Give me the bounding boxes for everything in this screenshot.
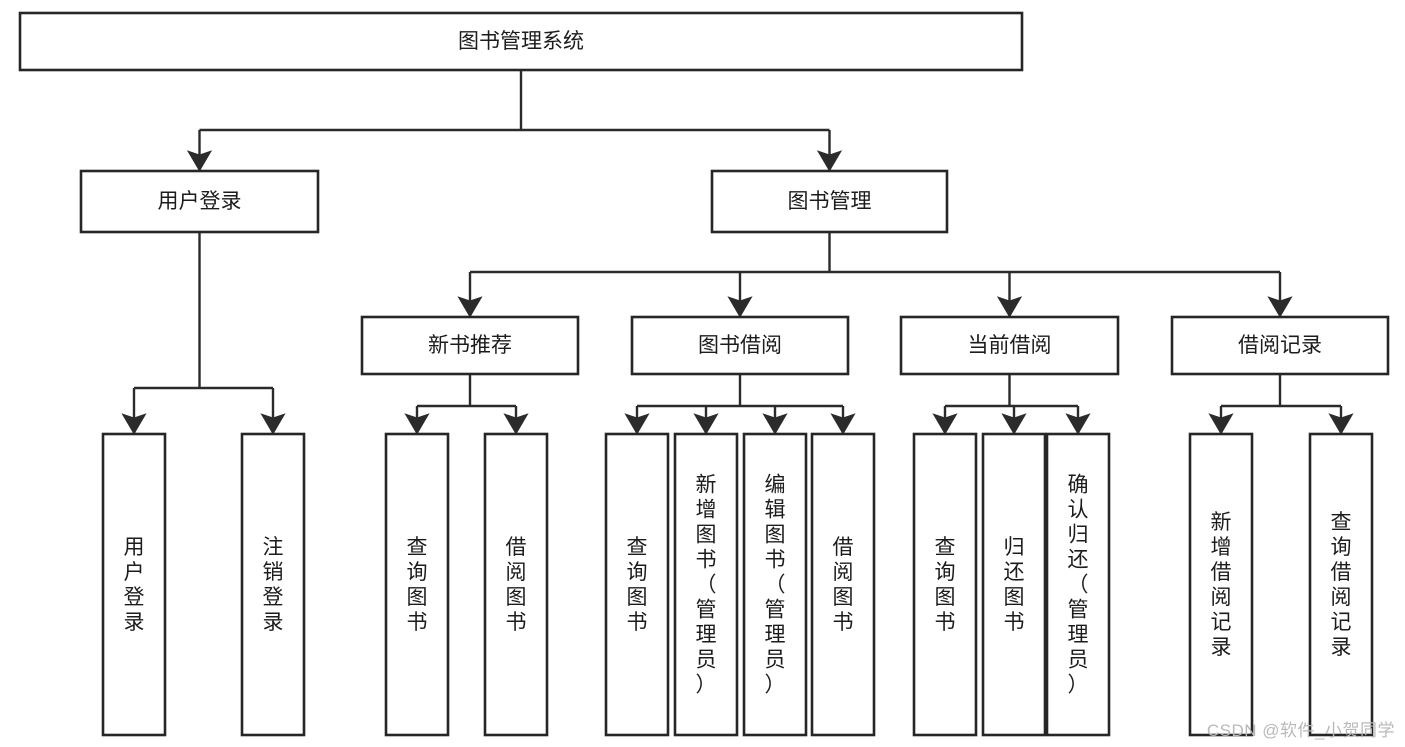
node-label-leaf-borrow-book-rec: 借阅图书	[506, 536, 527, 634]
node-label-leaf-edit-book: 编辑图书（管理员）	[765, 474, 786, 697]
node-box-leaf-add-record	[1188, 432, 1254, 737]
node-current-borrow[interactable]: 当前借阅	[899, 315, 1120, 376]
node-label-leaf-add-book: 新增图书（管理员）	[696, 474, 717, 697]
node-box-user-login	[79, 169, 320, 234]
node-label-new-book-rec: 新书推荐	[428, 334, 512, 357]
node-label-borrow-record: 借阅记录	[1238, 334, 1322, 357]
node-box-leaf-edit-book	[742, 432, 808, 737]
node-leaf-borrow-book-rec[interactable]: 借阅图书	[483, 432, 549, 737]
node-box-leaf-add-book	[673, 432, 739, 737]
node-label-user-login: 用户登录	[158, 190, 242, 213]
node-box-leaf-query-book-rec	[384, 432, 450, 737]
node-book-borrow[interactable]: 图书借阅	[630, 315, 850, 376]
node-leaf-query-record[interactable]: 查询借阅记录	[1308, 432, 1374, 737]
node-label-leaf-borrow-book: 借阅图书	[833, 536, 854, 634]
node-box-leaf-return-book	[981, 432, 1047, 737]
node-box-leaf-borrow-book	[810, 432, 876, 737]
node-box-borrow-record	[1170, 315, 1390, 376]
node-layer: 图书管理系统用户登录图书管理新书推荐图书借阅当前借阅借阅记录用户登录注销登录查询…	[18, 11, 1390, 737]
node-leaf-edit-book[interactable]: 编辑图书（管理员）	[742, 432, 808, 737]
node-box-leaf-query-record	[1308, 432, 1374, 737]
node-label-leaf-return-book: 归还图书	[1004, 536, 1025, 634]
node-label-root: 图书管理系统	[458, 30, 584, 53]
node-box-new-book-rec	[360, 315, 580, 376]
node-label-leaf-add-record: 新增借阅记录	[1211, 511, 1232, 659]
node-leaf-query-book-cur[interactable]: 查询图书	[912, 432, 978, 737]
node-label-leaf-query-book-cur: 查询图书	[935, 536, 956, 634]
node-leaf-add-record[interactable]: 新增借阅记录	[1188, 432, 1254, 737]
node-box-leaf-confirm-return	[1045, 432, 1111, 737]
node-label-current-borrow: 当前借阅	[968, 334, 1052, 357]
node-book-manage[interactable]: 图书管理	[710, 169, 949, 234]
node-root[interactable]: 图书管理系统	[18, 11, 1024, 72]
node-leaf-add-book[interactable]: 新增图书（管理员）	[673, 432, 739, 737]
node-box-book-manage	[710, 169, 949, 234]
node-new-book-rec[interactable]: 新书推荐	[360, 315, 580, 376]
watermark-text: CSDN @软件_小贺同学	[1206, 721, 1395, 740]
node-box-leaf-user-logout	[240, 432, 306, 737]
node-leaf-return-book[interactable]: 归还图书	[981, 432, 1047, 737]
node-label-leaf-user-logout: 注销登录	[263, 536, 284, 634]
node-leaf-user-login[interactable]: 用户登录	[101, 432, 167, 737]
node-label-leaf-query-record: 查询借阅记录	[1331, 511, 1352, 659]
node-label-book-borrow: 图书借阅	[698, 334, 782, 357]
node-user-login[interactable]: 用户登录	[79, 169, 320, 234]
node-label-leaf-query-book-borrow: 查询图书	[627, 536, 648, 634]
node-box-root	[18, 11, 1024, 72]
node-label-leaf-query-book-rec: 查询图书	[407, 536, 428, 634]
node-box-leaf-query-book-cur	[912, 432, 978, 737]
node-leaf-query-book-borrow[interactable]: 查询图书	[604, 432, 670, 737]
connector-layer	[121, 70, 1354, 435]
node-leaf-confirm-return[interactable]: 确认归还（管理员）	[1045, 432, 1111, 737]
node-box-current-borrow	[899, 315, 1120, 376]
node-box-leaf-borrow-book-rec	[483, 432, 549, 737]
node-label-leaf-confirm-return: 确认归还（管理员）	[1068, 474, 1089, 697]
node-leaf-user-logout[interactable]: 注销登录	[240, 432, 306, 737]
node-box-book-borrow	[630, 315, 850, 376]
node-leaf-borrow-book[interactable]: 借阅图书	[810, 432, 876, 737]
node-label-book-manage: 图书管理	[788, 190, 872, 213]
node-borrow-record[interactable]: 借阅记录	[1170, 315, 1390, 376]
node-box-leaf-user-login	[101, 432, 167, 737]
node-leaf-query-book-rec[interactable]: 查询图书	[384, 432, 450, 737]
node-label-leaf-user-login: 用户登录	[124, 536, 145, 634]
node-box-leaf-query-book-borrow	[604, 432, 670, 737]
